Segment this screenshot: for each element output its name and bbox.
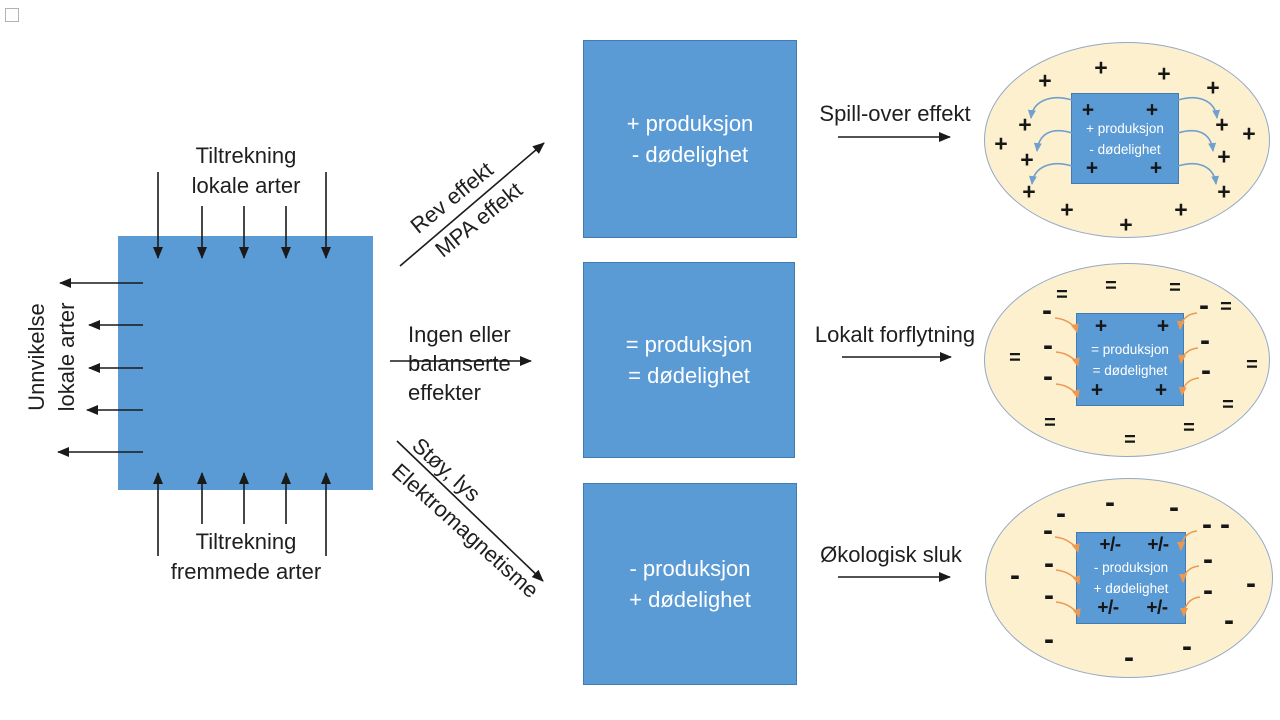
pathway-neutral-line1: Ingen eller xyxy=(408,322,511,347)
spillover-inner-line1: + produksjon xyxy=(1086,120,1164,136)
spillover-label: Spill-over effekt xyxy=(819,101,971,126)
ring-symbol-minus: - xyxy=(1056,497,1066,530)
corner-symbol: + xyxy=(1156,314,1170,338)
ring-symbol-plus: + xyxy=(1022,178,1036,205)
ring-symbol-plus: + xyxy=(1206,74,1220,101)
corner-symbol: + xyxy=(1154,378,1168,402)
displacement-inner-line1: = produksjon xyxy=(1091,341,1169,357)
ring-symbol-equals: = xyxy=(1183,417,1195,439)
outcome-box-negative-line1: - produksjon xyxy=(629,556,751,581)
attraction-foreign-line1: Tiltrekning xyxy=(195,529,297,554)
ring-symbol-minus: - xyxy=(1010,559,1020,592)
attractor-symbol-minus: - xyxy=(1203,543,1213,576)
displacement-inner-box: = produksjon = dødelighet xyxy=(1076,313,1184,406)
ring-symbol-plus: + xyxy=(1060,196,1074,223)
ring-symbol-equals: = xyxy=(1009,347,1021,369)
outcome-box-positive: + produksjon - dødelighet xyxy=(583,40,797,238)
attractor-symbol-minus: - xyxy=(1202,508,1212,541)
corner-symbol: + xyxy=(1145,98,1159,122)
outcome-box-neutral: = produksjon = dødelighet xyxy=(583,262,795,458)
attractor-symbol-minus: - xyxy=(1201,354,1211,387)
ring-symbol-equals: = xyxy=(1105,275,1117,297)
attraction-foreign-label: Tiltrekning fremmede arter xyxy=(116,527,376,587)
pathway-neutral-label: Ingen eller balanserte effekter xyxy=(408,320,511,407)
ecological-sink-label: Økologisk sluk xyxy=(820,542,962,567)
outcome-box-neutral-line2: = dødelighet xyxy=(628,363,750,388)
ring-symbol-equals: = xyxy=(1220,296,1232,318)
corner-symbol: + xyxy=(1149,156,1163,180)
sink-inner-box: - produksjon + dødelighet xyxy=(1076,532,1186,624)
attraction-local-label: Tiltrekning lokale arter xyxy=(131,141,361,201)
ring-symbol-minus: - xyxy=(1224,604,1234,637)
spillover-inner-line2: - dødelighet xyxy=(1089,141,1161,157)
corner-symbol: + xyxy=(1085,156,1099,180)
corner-symbol: +/- xyxy=(1147,534,1169,556)
attractor-symbol-minus: - xyxy=(1203,574,1213,607)
ring-symbol-minus: - xyxy=(1105,486,1115,519)
spillover-inner-box: + produksjon - dødelighet xyxy=(1071,93,1179,184)
placeholder-box xyxy=(5,8,19,22)
ring-symbol-plus: + xyxy=(1174,196,1188,223)
ring-symbol-plus: + xyxy=(1018,111,1032,138)
ring-symbol-equals: = xyxy=(1246,354,1258,376)
attractor-symbol-minus: - xyxy=(1200,324,1210,357)
attractor-symbol-minus: - xyxy=(1199,289,1209,322)
outcome-box-neutral-line1: = produksjon xyxy=(625,332,753,357)
avoidance-local-label: Unnvikelse lokale arter xyxy=(22,303,82,412)
attractor-symbol-minus: - xyxy=(1044,547,1054,580)
ring-symbol-plus: + xyxy=(1242,120,1256,147)
ring-symbol-plus: + xyxy=(1215,111,1229,138)
displacement-inner-line2: = dødelighet xyxy=(1092,362,1168,378)
outcome-box-positive-line1: + produksjon xyxy=(626,111,754,136)
pathway-neutral-line3: effekter xyxy=(408,380,481,405)
corner-symbol: + xyxy=(1094,314,1108,338)
ring-symbol-minus: - xyxy=(1246,567,1256,600)
attraction-local-line2: lokale arter xyxy=(191,173,301,198)
corner-symbol: +/- xyxy=(1146,597,1168,619)
outcome-box-negative-line2: + dødelighet xyxy=(629,587,751,612)
ring-symbol-minus: - xyxy=(1124,641,1134,674)
outcome-arrows xyxy=(838,132,952,582)
attractor-symbol-minus: - xyxy=(1043,360,1053,393)
ring-symbol-minus: - xyxy=(1169,491,1179,524)
pathway-neutral-line2: balanserte xyxy=(408,351,511,376)
ring-symbol-plus: + xyxy=(1217,143,1231,170)
avoidance-local-line2: lokale arter xyxy=(54,302,79,412)
sink-inner-line2: + dødelighet xyxy=(1093,581,1169,596)
corner-symbol: +/- xyxy=(1099,534,1121,556)
ring-symbol-plus: + xyxy=(1038,67,1052,94)
ring-symbol-minus: - xyxy=(1220,508,1230,541)
ring-symbol-plus: + xyxy=(1020,146,1034,173)
outcome-box-negative: - produksjon + dødelighet xyxy=(583,483,797,685)
corner-symbol: + xyxy=(1081,98,1095,122)
attractor-symbol-minus: - xyxy=(1043,329,1053,362)
outcome-box-positive-line2: - dødelighet xyxy=(631,142,749,167)
avoidance-local-line1: Unnvikelse xyxy=(24,303,49,411)
ring-symbol-plus: + xyxy=(1094,54,1108,81)
ring-symbol-equals: = xyxy=(1169,277,1181,299)
corner-symbol: + xyxy=(1090,378,1104,402)
ring-symbol-plus: + xyxy=(1157,60,1171,87)
corner-symbol: +/- xyxy=(1097,597,1119,619)
attraction-local-line1: Tiltrekning xyxy=(195,143,297,168)
attractor-symbol-minus: - xyxy=(1042,294,1052,327)
ring-symbol-equals: = xyxy=(1124,429,1136,451)
ring-symbol-plus: + xyxy=(1217,178,1231,205)
ring-symbol-equals: = xyxy=(1044,412,1056,434)
ring-symbol-plus: + xyxy=(1119,211,1133,238)
ring-symbol-equals: = xyxy=(1056,284,1068,306)
attractor-symbol-minus: - xyxy=(1044,579,1054,612)
attraction-foreign-line2: fremmede arter xyxy=(170,559,322,584)
local-displacement-label: Lokalt forflytning xyxy=(814,322,976,347)
ring-symbol-minus: - xyxy=(1044,623,1054,656)
ring-symbol-equals: = xyxy=(1222,394,1234,416)
sink-inner-line1: - produksjon xyxy=(1093,560,1169,575)
ring-symbol-minus: - xyxy=(1182,630,1192,663)
attractor-symbol-minus: - xyxy=(1043,514,1053,547)
source-box xyxy=(118,236,373,490)
ring-symbol-plus: + xyxy=(994,130,1008,157)
